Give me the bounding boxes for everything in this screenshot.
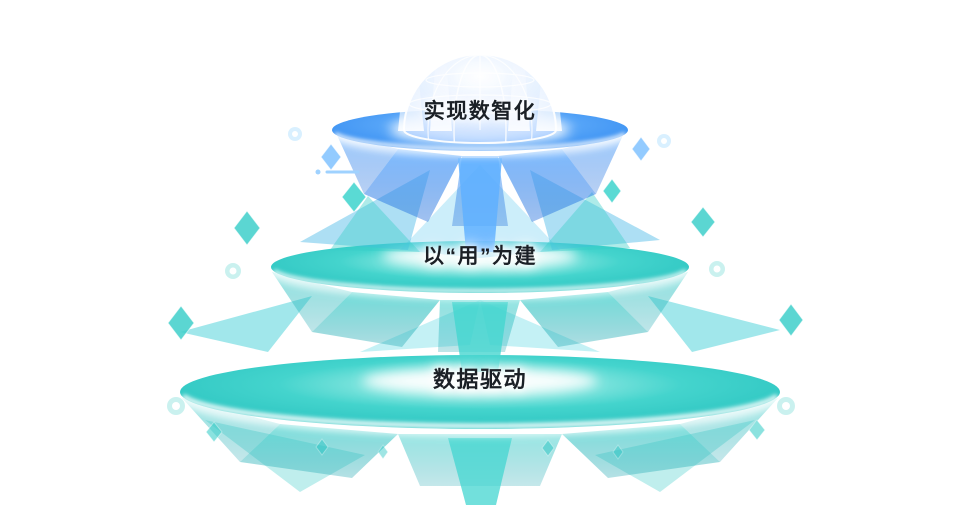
bottom-skirt-facet [562,424,720,478]
diamond-blue [320,143,342,171]
light-rays [398,58,562,131]
middle-front-highlight [272,269,688,293]
diamond-teal-small [541,439,555,457]
dot [229,267,237,275]
ray [536,72,562,131]
diamond-teal [690,206,716,238]
decor-dots [167,127,795,415]
decor-diamonds [167,136,804,460]
facet [330,196,420,252]
middle-tier [265,237,695,372]
dot [782,402,790,410]
diamond-blue [631,136,651,162]
middle-center-crystal [452,302,508,372]
facet [180,296,312,352]
top-skirt-facet [498,149,596,222]
top-skirt-facet [364,149,462,222]
diamond-teal-small [748,419,766,441]
middle-label-glow [382,245,578,267]
bottom-front-highlight [181,394,779,429]
diamond-teal-small [315,438,329,456]
middle-skirt-facet [312,292,440,347]
diamond-teal [233,210,261,246]
diamond-teal-small [377,444,389,460]
bottom-tier [173,350,787,505]
bottom-skirt-facet [680,398,778,462]
ray [508,58,530,131]
facet [648,296,780,352]
diamond-teal-small [205,421,223,443]
dome-wireframe [408,54,552,143]
diamond-teal [778,303,804,337]
dot [292,131,298,137]
ray [398,72,424,131]
bottom-skirt-facet [182,398,280,462]
dash-dot [315,169,321,175]
diamond-teal [167,305,195,341]
top-center-crystal [458,158,502,252]
diamond-teal [341,181,367,213]
dot [661,138,667,144]
decor-dash [315,169,360,175]
bottom-center-crystal [448,438,512,505]
middle-skirt-facet [520,292,648,347]
bottom-label-glow [362,368,598,394]
diamond-teal-small [612,444,624,460]
facet [540,192,630,252]
diamond-teal [602,178,622,204]
ray [430,58,452,131]
top-front-highlight [333,132,627,152]
dot [713,265,721,273]
dot [172,402,180,410]
